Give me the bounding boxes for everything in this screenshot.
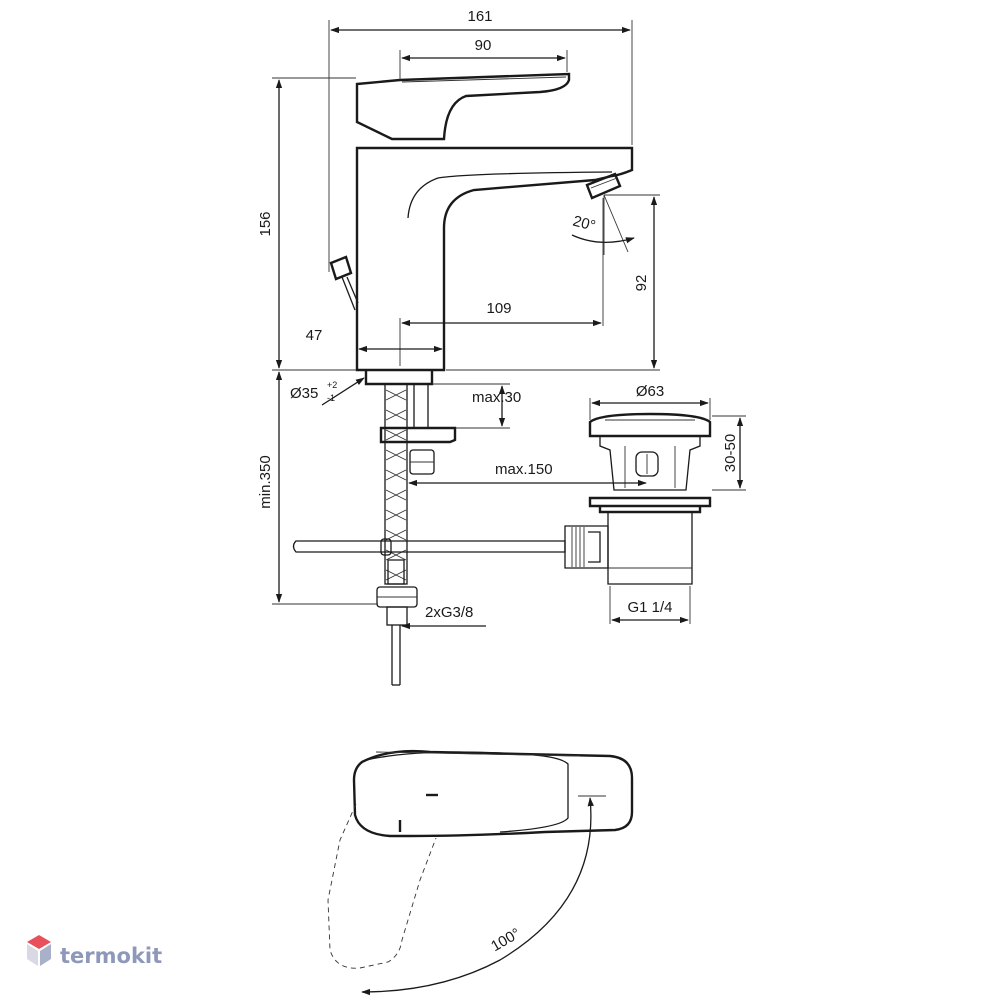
faucet-lever: [355, 72, 571, 141]
dim-min-hose: min.350: [257, 455, 274, 508]
dim-hole-tol-plus: +2: [327, 380, 337, 390]
logo-cube-left: [27, 944, 38, 966]
hose-fitting: [387, 559, 405, 585]
logo-cube-top: [27, 935, 51, 949]
waste-plug: [588, 412, 712, 438]
dim-total-depth: 161: [467, 8, 492, 25]
dim-body-width: 47: [306, 327, 323, 344]
popup-pull-rod: [292, 540, 566, 553]
dim-max-distance: max.150: [495, 461, 553, 478]
popup-rod-knob: [329, 255, 353, 281]
faucet-body: [355, 146, 634, 372]
installation-parts: [292, 383, 566, 686]
brand-logo: termokit: [27, 935, 162, 968]
waste-cage: [599, 435, 701, 491]
top-view-lever: [365, 751, 569, 833]
dim-waste-diameter: Ø63: [636, 383, 664, 400]
aerator: [585, 172, 622, 200]
dim-aerator-height: 92: [633, 275, 650, 292]
mounting-stud: [413, 383, 429, 429]
popup-rod: [341, 276, 356, 311]
outlet-thread: [571, 527, 585, 567]
dim-height: 156: [257, 211, 274, 236]
dim-aerator-angle: 20°: [571, 213, 597, 235]
dim-lever-width: 90: [475, 37, 492, 54]
logo-cube-right: [40, 944, 51, 966]
faucet-side-view: [329, 72, 634, 386]
faucet-top-view: 100°: [327, 749, 634, 996]
dim-hole-tol-minus: -1: [327, 393, 335, 403]
rotated-lever-ghost: [327, 803, 437, 969]
logo-text: termokit: [60, 944, 162, 968]
waste-window: [635, 451, 659, 477]
waste-outlet: [564, 525, 609, 569]
dim-max-thickness: max.30: [472, 389, 521, 406]
fixing-plate: [379, 426, 457, 444]
waste-body: [607, 511, 693, 585]
spout-inner-curve: [407, 171, 613, 219]
dimension-labels: 161 90 156 109 47 92 20° Ø35 +2 -1 max.3…: [257, 8, 739, 621]
dim-hole-diameter: Ø35: [290, 385, 318, 402]
dim-spout-reach: 109: [486, 300, 511, 317]
dim-connection: 2xG3/8: [425, 604, 473, 621]
waste-assembly: [564, 412, 712, 585]
dim-waste-thread: G1 1/4: [627, 599, 672, 616]
dimension-lines: [272, 20, 746, 630]
faucet-base: [364, 370, 434, 386]
rotation-arc: [361, 797, 594, 996]
waste-flange: [588, 496, 712, 514]
braided-hose: [384, 383, 408, 585]
dim-rotation-angle: 100°: [488, 925, 523, 955]
dim-waste-range: 30-50: [722, 434, 739, 472]
